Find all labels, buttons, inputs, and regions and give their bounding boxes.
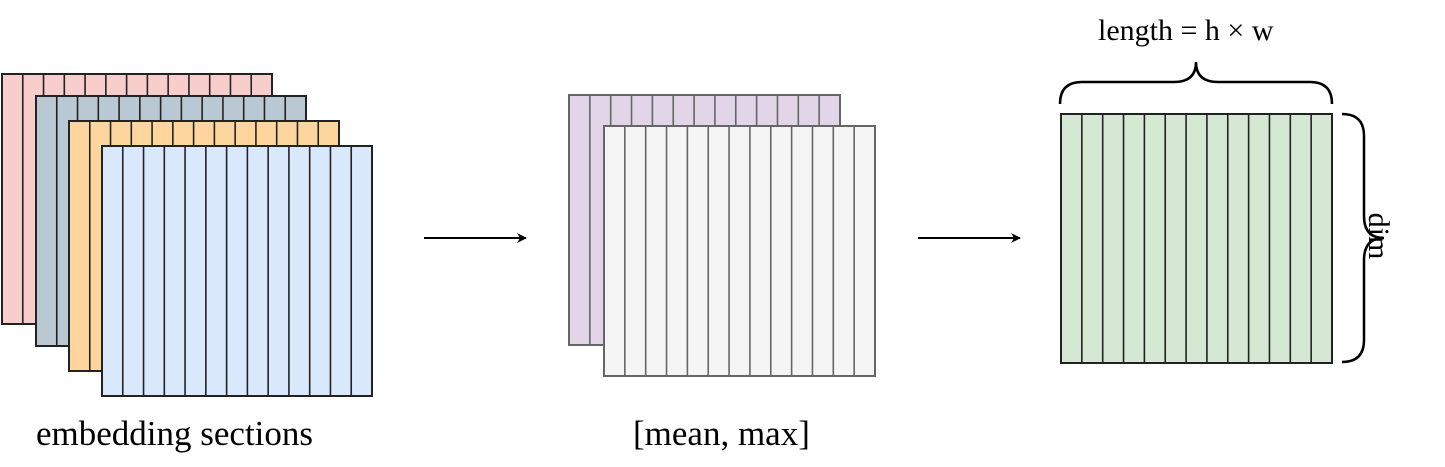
dim-brace — [1341, 112, 1385, 364]
length-label: length = h × w — [1098, 14, 1274, 47]
dim-label: dim — [1362, 212, 1395, 260]
length-brace — [1058, 61, 1334, 105]
mean-max-label: [mean, max] — [633, 414, 810, 453]
output-matrix — [1060, 113, 1333, 364]
output-section — [1060, 113, 1333, 364]
embedding-sections-stack — [1, 73, 373, 397]
mean-max-stack — [568, 94, 876, 377]
max-section — [603, 125, 876, 377]
embedding-section-4 — [101, 145, 373, 397]
embedding-sections-label: embedding sections — [36, 414, 314, 453]
